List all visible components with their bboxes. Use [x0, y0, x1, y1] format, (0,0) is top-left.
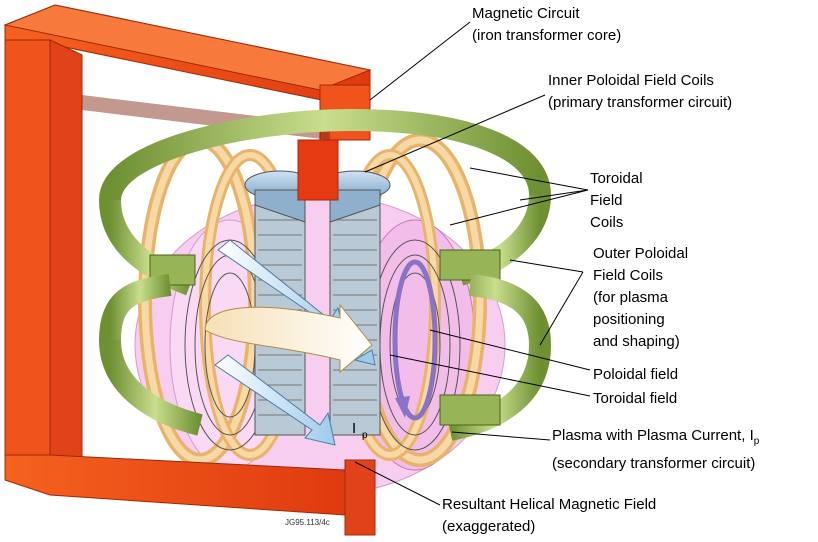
ip-subscript: p [362, 430, 368, 441]
poloidal-field-arrow [392, 259, 438, 421]
label-resultant-field: Resultant Helical Magnetic Field (exagge… [442, 494, 656, 538]
label-inner-poloidal-title: Inner Poloidal Field Coils [548, 72, 714, 89]
label-outer-poloidal: Outer Poloidal Field Coils (for plasma p… [593, 243, 688, 353]
label-outer-poloidal-line3: (for plasma [593, 289, 669, 306]
label-toroidal-coils-line2: Field [590, 192, 623, 209]
label-toroidal-coils-line3: Coils [590, 214, 624, 231]
label-outer-poloidal-line5: and shaping) [593, 333, 680, 350]
label-resultant-field-title: Resultant Helical Magnetic Field [442, 496, 657, 513]
label-plasma-title: Plasma with Plasma Current, Ip [552, 425, 759, 453]
outer-poloidal-coils [99, 108, 552, 441]
label-toroidal-coils: Toroidal Field Coils [590, 168, 643, 234]
figure-code: JG95.113/4c [285, 518, 330, 527]
label-outer-poloidal-line2: Field Coils [593, 267, 664, 284]
label-inner-poloidal-note: (primary transformer circuit) [548, 94, 733, 111]
label-resultant-field-note: (exaggerated) [442, 518, 536, 535]
label-magnetic-circuit-note: (iron transformer core) [472, 27, 622, 44]
label-toroidal-field: Toroidal field [593, 390, 678, 407]
ip-symbol: I [352, 420, 356, 437]
label-plasma: Plasma with Plasma Current, Ip (secondar… [552, 425, 759, 475]
label-plasma-subscript: p [753, 436, 760, 447]
label-magnetic-circuit: Magnetic Circuit (iron transformer core) [472, 3, 621, 47]
label-toroidal-coils-line1: Toroidal [590, 170, 643, 187]
helical-field-arrows [204, 239, 376, 446]
label-poloidal-field: Poloidal field [593, 366, 679, 383]
label-plasma-title-text: Plasma with Plasma Current, I [552, 427, 754, 444]
label-inner-poloidal: Inner Poloidal Field Coils (primary tran… [548, 70, 732, 114]
leader-lines [354, 21, 591, 506]
iron-transformer-core [3, 4, 376, 536]
label-outer-poloidal-line1: Outer Poloidal [593, 245, 689, 262]
label-plasma-note: (secondary transformer circuit) [552, 455, 756, 472]
label-magnetic-circuit-title: Magnetic Circuit [472, 5, 580, 22]
label-outer-poloidal-line4: positioning [593, 311, 665, 328]
